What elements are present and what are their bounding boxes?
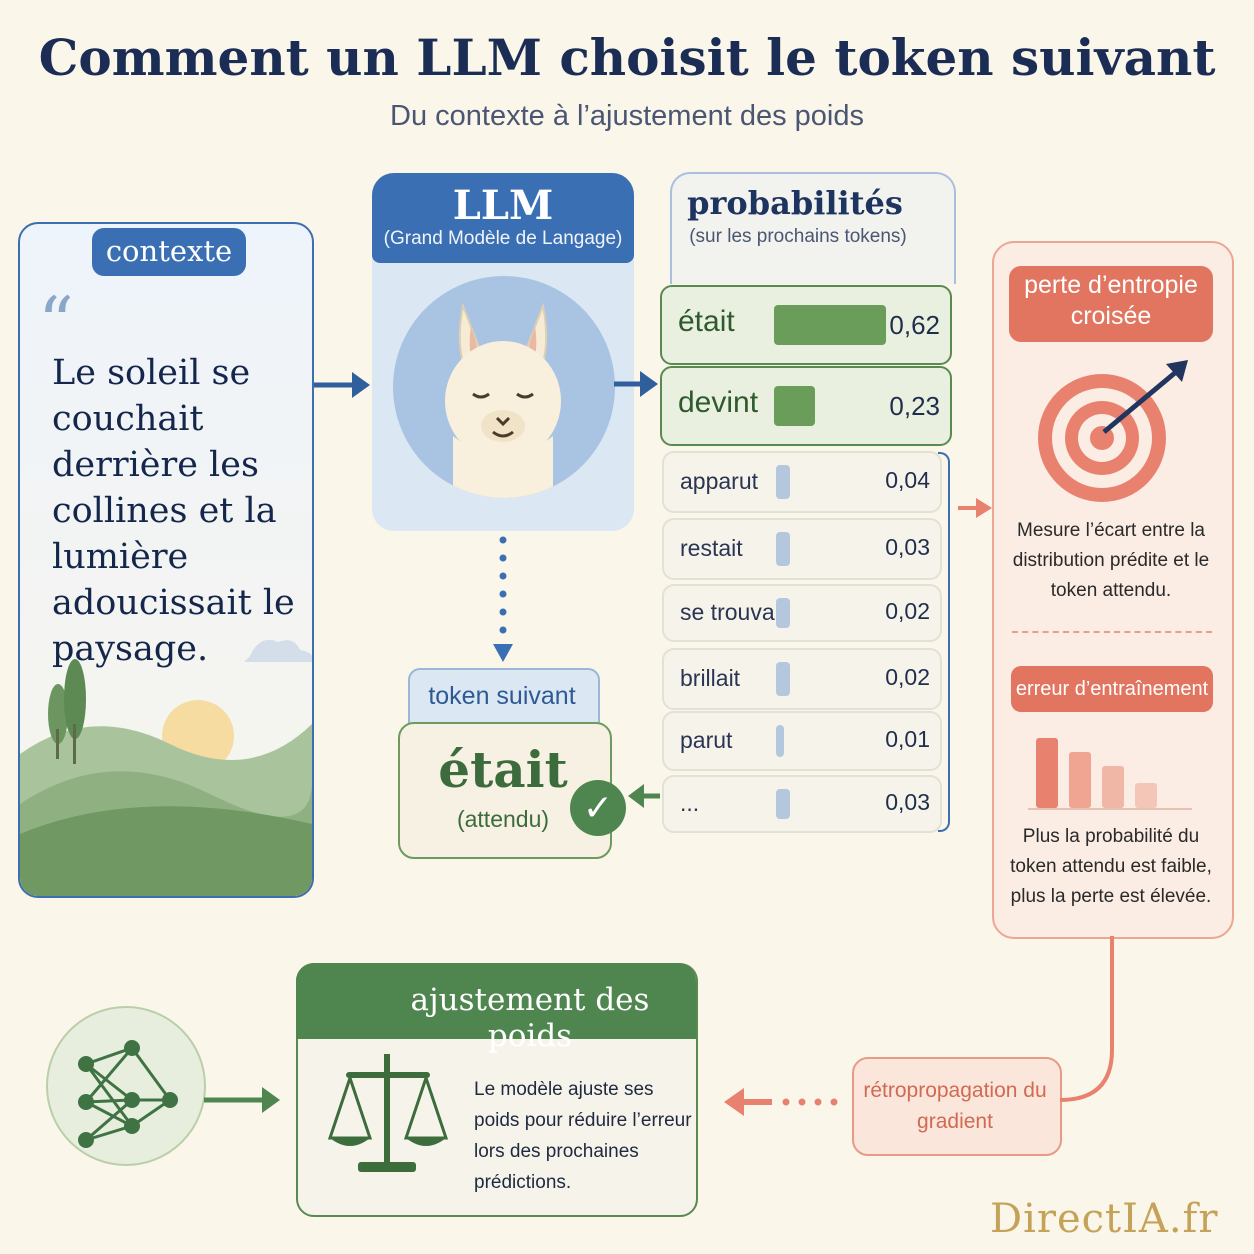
probability-row: ... 0,03 [662,775,942,833]
arrow-network-to-weights [204,1087,280,1113]
network-graph-icon [78,1040,178,1148]
probability-bar [776,662,790,696]
probability-token: apparut [680,468,759,494]
check-icon: ✓ [570,780,626,836]
loss-divider [1012,631,1212,633]
context-text: Le soleil se couchait derrière les colli… [52,353,295,669]
arrow-probabilities-to-loss [958,498,992,518]
probability-token: parut [680,727,733,753]
page-subtitle: Du contexte à l’ajustement des poids [390,100,864,132]
probability-bar [776,465,790,499]
probability-token: devint [678,386,759,419]
llama-icon [445,302,561,498]
error-tag: erreur d’entraînement [1011,666,1213,712]
probabilities-bracket [938,452,950,832]
probability-bar [776,598,790,628]
probability-row: restait 0,03 [662,518,942,580]
probability-row: devint 0,23 [660,366,952,446]
neural-network-icon [46,1006,206,1166]
loss-panel [992,241,1234,939]
llm-subtitle: (Grand Modèle de Langage) [383,228,623,249]
probability-row: apparut 0,04 [662,451,942,513]
probability-value: 0,62 [889,310,940,340]
probability-value: 0,02 [885,598,930,624]
probability-token: brillait [680,665,741,691]
next-token-note: (attendu) [456,806,550,832]
probability-value: 0,01 [885,726,930,752]
brand-logo: DirectIA.fr [990,1196,1219,1242]
llm-header [372,173,634,263]
loss-description: Mesure l’écart entre la distribution pré… [1012,520,1210,601]
probability-row: se trouvait 0,02 [662,584,942,642]
probability-token: ... [680,790,700,816]
probability-value: 0,04 [885,467,930,493]
arrow-llm-to-token [493,536,513,662]
probability-value: 0,03 [885,534,930,560]
probability-bar [776,532,790,566]
landscape-illustration [20,639,312,896]
probability-row: était 0,62 [660,285,952,365]
probability-value: 0,02 [885,664,930,690]
weights-header [296,963,696,1039]
probabilities-header [670,172,956,284]
probability-token: restait [680,535,743,561]
llm-title: LLM [452,182,554,229]
probability-bar [776,725,784,757]
probability-row: brillait 0,02 [662,648,942,710]
page-title: Comment un LLM choisit le token suivant [38,28,1216,87]
arrow-backprop-to-weights [724,1088,838,1116]
context-tag: contexte [92,228,246,276]
loss-tag [1009,266,1213,342]
probability-value: 0,23 [889,391,940,421]
error-description: Plus la probabilité du token attendu est… [1010,826,1212,907]
weights-description: Le modèle ajuste ses poids pour réduire … [474,1079,692,1193]
quote-icon: “ [38,282,74,364]
weights-title: ajustement des poids [410,982,650,1054]
probabilities-subtitle: (sur les prochains tokens) [689,226,907,247]
probability-token: était [678,305,735,338]
probability-bar [774,305,886,345]
arrow-probabilities-to-token [628,784,660,808]
context-panel [18,222,314,898]
probability-bar [776,789,790,819]
next-token-word: était [438,740,568,799]
probabilities-title: probabilités [687,184,903,222]
arrow-context-to-llm [314,372,370,398]
probability-bar [774,386,816,426]
next-token-label: token suivant [428,682,576,710]
loss-title: perte d’entropie croisée [1024,271,1198,330]
llama-mascot [393,276,615,498]
backprop-label: rétropropagation du gradient [863,1079,1047,1133]
probability-value: 0,03 [885,789,930,815]
arrow-loss-to-backprop [1059,936,1114,1102]
probability-row: parut 0,01 [662,711,942,771]
backprop-box [852,1057,1062,1156]
probability-token: se trouvait [680,599,787,625]
